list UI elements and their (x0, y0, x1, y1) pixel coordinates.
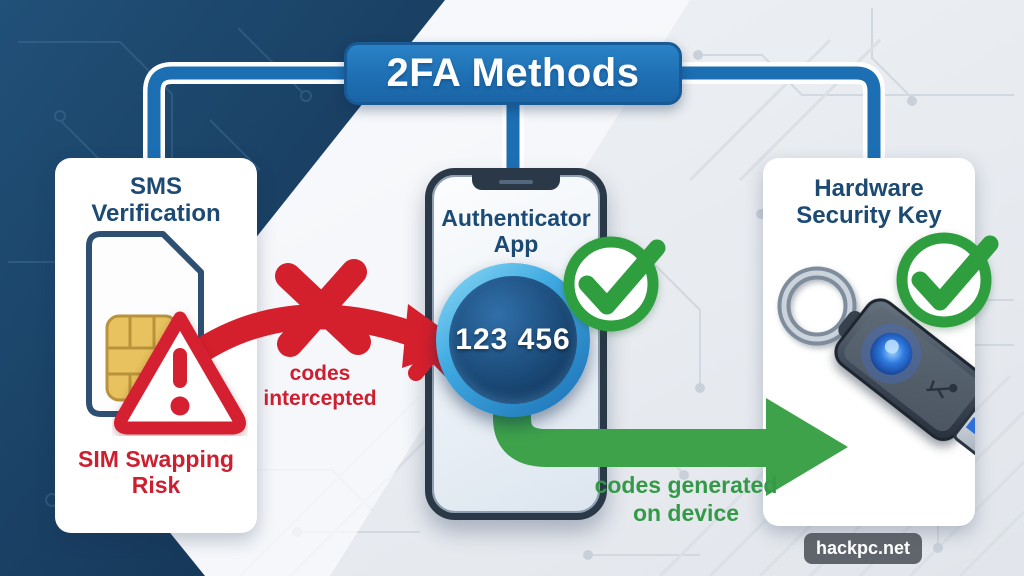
page-title: 2FA Methods (386, 51, 640, 95)
phone-notch (472, 174, 560, 190)
hardware-key-panel-title: Hardware Security Key (796, 175, 942, 229)
authenticator-app-title: Authenticator App (441, 205, 591, 258)
otp-code-value: 123 456 (455, 323, 571, 356)
usb-security-key-icon (777, 266, 975, 469)
codes-intercepted-label: codes intercepted (263, 362, 377, 411)
navy-diagonal-panel (0, 0, 445, 576)
warning-triangle-icon (114, 311, 246, 435)
watermark-badge: hackpc.net (804, 533, 923, 564)
codes-generated-label: codes generated on device (594, 472, 778, 526)
title-banner: 2FA Methods (344, 42, 682, 105)
sim-swapping-risk-label: SIM Swapping Risk (78, 446, 234, 499)
phone-speaker (499, 180, 533, 184)
check-circle-icon (563, 236, 666, 332)
panel-hardware-security-key: Hardware Security Key (763, 158, 975, 526)
sms-panel-title: SMS Verification (91, 173, 221, 227)
check-circle-icon (896, 232, 999, 328)
